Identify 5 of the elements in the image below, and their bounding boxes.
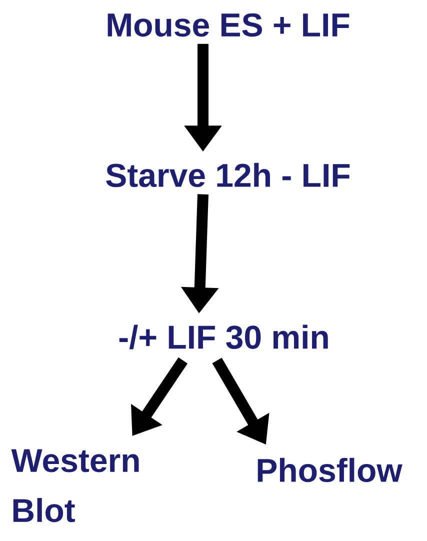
step-text: Western Blot [11,449,139,522]
step-text: -/+ LIF 30 min [119,324,328,350]
step-text: Phosflow [258,458,402,482]
step-text: Starve 12h - LIF [106,162,350,188]
step-text: Mouse ES + LIF [108,13,350,37]
